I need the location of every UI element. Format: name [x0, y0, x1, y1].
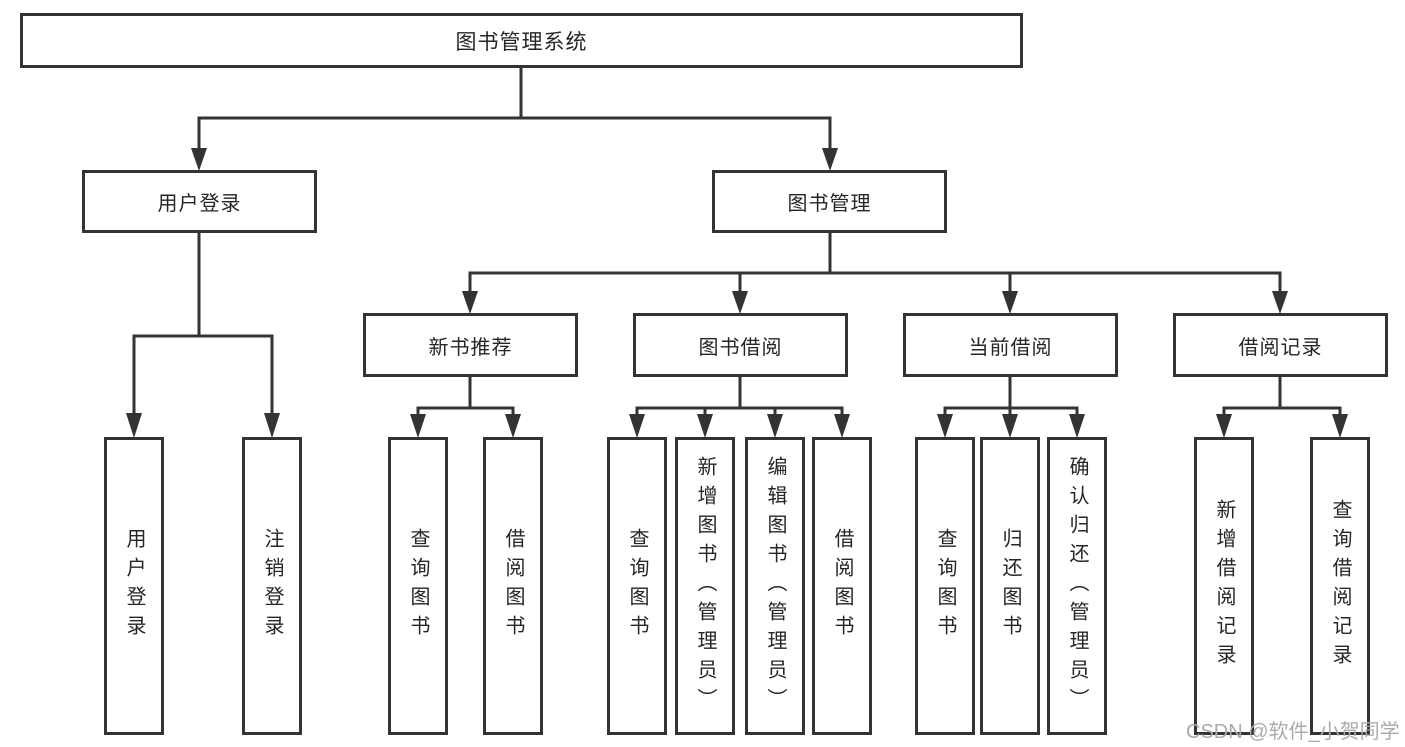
arrowhead	[937, 414, 953, 438]
node-book-management: 图书管理	[712, 170, 947, 233]
arrowhead	[410, 414, 426, 438]
leaf-bb-query-books: 查询图书	[607, 437, 667, 735]
leaf-br-query-record-label: 查询借阅记录	[1329, 499, 1351, 673]
leaf-bb-edit-books-admin-label: 编辑图书（管理员）	[764, 455, 786, 717]
leaf-bb-borrow-books-label: 借阅图书	[831, 528, 853, 644]
arrowhead	[1069, 414, 1085, 438]
leaf-br-query-record: 查询借阅记录	[1310, 437, 1370, 735]
leaf-cb-confirm-return-admin-label: 确认归还（管理员）	[1066, 455, 1088, 717]
edge-book-mgmt-to-level3	[462, 233, 1288, 314]
leaf-bb-borrow-books: 借阅图书	[812, 437, 872, 735]
edge-new-book-rec-to-leaves	[410, 377, 521, 438]
leaf-br-add-record-label: 新增借阅记录	[1213, 499, 1235, 673]
leaf-nbr-query-books-label: 查询图书	[407, 528, 429, 644]
leaf-bb-edit-books-admin: 编辑图书（管理员）	[745, 437, 805, 735]
leaf-bb-add-books-admin-label: 新增图书（管理员）	[694, 455, 716, 717]
leaf-logout: 注销登录	[242, 437, 302, 735]
leaf-nbr-borrow-books: 借阅图书	[483, 437, 543, 735]
arrowhead	[1002, 291, 1018, 314]
node-current-borrowing-label: 当前借阅	[968, 336, 1053, 359]
node-new-book-recommend: 新书推荐	[363, 313, 578, 377]
csdn-watermark: CSDN @软件_小贺同学	[1186, 721, 1400, 743]
edge-borrow-records-to-leaves	[1216, 377, 1348, 438]
arrowhead	[505, 414, 521, 438]
arrowhead	[697, 414, 713, 438]
leaf-cb-confirm-return-admin: 确认归还（管理员）	[1047, 437, 1107, 735]
arrowhead	[1332, 414, 1348, 438]
edge-user-login-to-leaves	[126, 233, 280, 438]
edge-current-borrow-to-leaves	[937, 377, 1085, 438]
leaf-user-login-label: 用户登录	[123, 528, 145, 644]
node-book-borrowing-label: 图书借阅	[698, 336, 783, 359]
node-book-management-system: 图书管理系统	[20, 13, 1023, 68]
node-book-management-label: 图书管理	[787, 193, 872, 215]
arrowhead	[264, 413, 280, 438]
leaf-bb-query-books-label: 查询图书	[626, 528, 648, 644]
arrowhead	[1216, 414, 1232, 438]
leaf-nbr-borrow-books-label: 借阅图书	[502, 528, 524, 644]
arrowhead	[1272, 291, 1288, 314]
edge-book-borrow-to-leaves	[629, 377, 850, 438]
node-user-login: 用户登录	[82, 170, 317, 233]
leaf-nbr-query-books: 查询图书	[388, 437, 448, 735]
arrowhead	[822, 148, 838, 171]
leaf-user-login: 用户登录	[104, 437, 164, 735]
edge-root-to-level2	[191, 68, 838, 171]
leaf-cb-query-books-label: 查询图书	[934, 528, 956, 644]
node-book-borrowing: 图书借阅	[633, 313, 848, 377]
leaf-logout-label: 注销登录	[261, 528, 283, 644]
node-new-book-recommend-label: 新书推荐	[428, 336, 513, 359]
node-borrowing-records-label: 借阅记录	[1238, 336, 1323, 359]
arrowhead	[732, 291, 748, 314]
arrowhead	[629, 414, 645, 438]
node-borrowing-records: 借阅记录	[1173, 313, 1388, 377]
arrowhead	[834, 414, 850, 438]
arrowhead	[126, 413, 142, 438]
node-current-borrowing: 当前借阅	[903, 313, 1118, 377]
leaf-cb-return-books: 归还图书	[980, 437, 1040, 735]
node-book-management-system-label: 图书管理系统	[455, 30, 588, 54]
node-user-login-label: 用户登录	[157, 193, 242, 215]
leaf-bb-add-books-admin: 新增图书（管理员）	[675, 437, 735, 735]
leaf-cb-return-books-label: 归还图书	[999, 528, 1021, 644]
arrowhead	[1002, 414, 1018, 438]
arrowhead	[462, 291, 478, 314]
arrowhead	[767, 414, 783, 438]
arrowhead	[191, 148, 207, 171]
leaf-cb-query-books: 查询图书	[915, 437, 975, 735]
leaf-br-add-record: 新增借阅记录	[1194, 437, 1254, 735]
